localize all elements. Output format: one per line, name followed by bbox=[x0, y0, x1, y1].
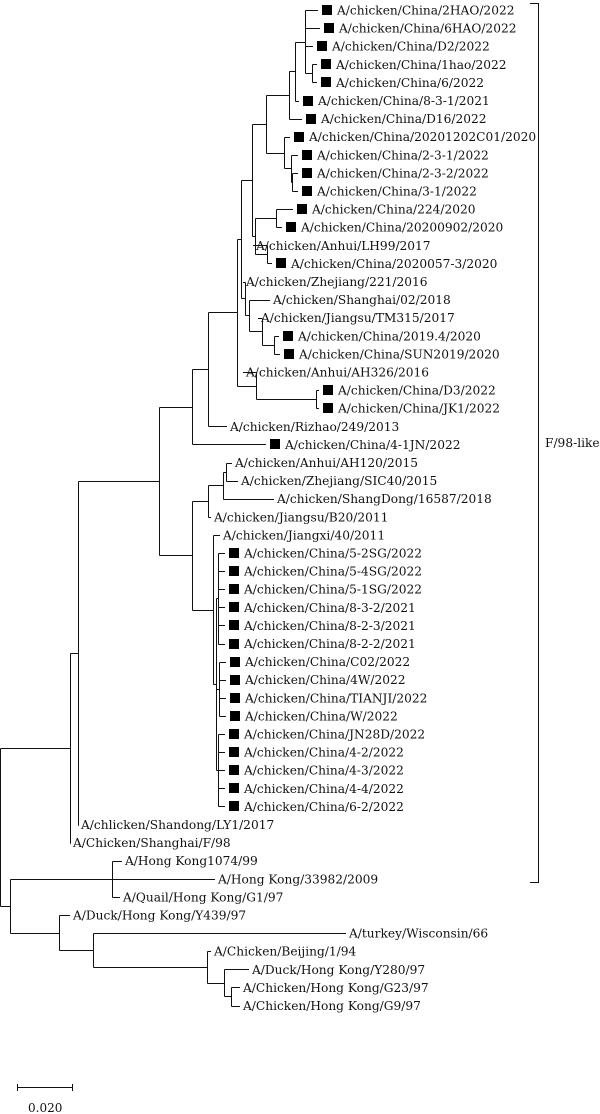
sample-marker-icon bbox=[323, 385, 333, 395]
sample-marker-icon bbox=[229, 801, 239, 811]
leaf-label: A/chicken/China/2HAO/2022 bbox=[336, 4, 514, 18]
sample-marker-icon bbox=[297, 204, 307, 214]
leaf-label: A/chicken/China/6HAO/2022 bbox=[338, 22, 516, 36]
sample-marker-icon bbox=[230, 675, 240, 685]
sample-marker-icon bbox=[230, 711, 240, 721]
scale-bar-label: 0.020 bbox=[28, 1101, 62, 1114]
leaf-label: A/chicken/China/20200902/2020 bbox=[300, 221, 503, 235]
sample-marker-icon bbox=[229, 765, 239, 775]
sample-marker-icon bbox=[323, 403, 333, 413]
leaf-label: A/chicken/China/8-3-2/2021 bbox=[243, 601, 416, 615]
sample-marker-icon bbox=[303, 96, 313, 106]
sample-marker-icon bbox=[317, 41, 327, 51]
leaf-label: A/chicken/China/TIANJI/2022 bbox=[244, 691, 427, 705]
leaf-label: A/chicken/China/4-4/2022 bbox=[243, 782, 404, 796]
leaf-label: A/chicken/China/3-1/2022 bbox=[316, 185, 477, 199]
sample-marker-icon bbox=[229, 602, 239, 612]
sample-marker-icon bbox=[321, 77, 331, 87]
leaf-label: A/chicken/China/2019.4/2020 bbox=[297, 329, 481, 343]
sample-marker-icon bbox=[324, 23, 334, 33]
leaf-label: A/chicken/China/D2/2022 bbox=[331, 40, 490, 54]
leaf-label: A/Chicken/Hong Kong/G9/97 bbox=[242, 999, 421, 1013]
leaf-label: A/chicken/Jiangxi/40/2011 bbox=[222, 528, 385, 542]
leaf-label: A/Chicken/Beijing/1/94 bbox=[213, 945, 356, 959]
leaf-label: A/chicken/China/D16/2022 bbox=[320, 112, 487, 126]
leaf-label: A/chicken/China/6/2022 bbox=[335, 76, 484, 90]
sample-marker-icon bbox=[302, 150, 312, 160]
sample-marker-icon bbox=[270, 439, 280, 449]
sample-marker-icon bbox=[302, 168, 312, 178]
leaf-label: A/chicken/China/4-1JN/2022 bbox=[284, 438, 460, 452]
sample-marker-icon bbox=[294, 132, 304, 142]
leaf-label: A/chicken/China/4-3/2022 bbox=[243, 764, 404, 778]
leaf-label: A/chicken/Anhui/LH99/2017 bbox=[255, 239, 431, 253]
leaf-label: A/chicken/China/20201202C01/2020 bbox=[308, 130, 536, 144]
leaf-label: A/chicken/ShangDong/16587/2018 bbox=[276, 492, 492, 506]
sample-marker-icon bbox=[230, 693, 240, 703]
leaf-label: A/Chicken/Shanghai/F/98 bbox=[72, 836, 231, 850]
leaf-label: A/chicken/China/2020057-3/2020 bbox=[290, 257, 497, 271]
leaf-label: A/chicken/Anhui/AH120/2015 bbox=[234, 456, 418, 470]
leaf-label: A/chicken/China/8-2-3/2021 bbox=[243, 619, 416, 633]
sample-marker-icon bbox=[322, 5, 332, 15]
leaf-label: A/chicken/Zhejiang/221/2016 bbox=[245, 275, 427, 289]
sample-marker-icon bbox=[229, 783, 239, 793]
leaf-label: A/chicken/Anhui/AH326/2016 bbox=[245, 366, 429, 380]
leaf-label: A/Hong Kong1074/99 bbox=[124, 854, 258, 868]
leaf-label: A/chicken/China/224/2020 bbox=[311, 203, 476, 217]
tree-leaves: A/chicken/China/2HAO/2022A/chicken/China… bbox=[72, 4, 536, 1014]
leaf-label: A/chicken/China/2-3-1/2022 bbox=[316, 148, 489, 162]
sample-marker-icon bbox=[284, 349, 294, 359]
sample-marker-icon bbox=[230, 657, 240, 667]
leaf-label: A/chicken/China/5-1SG/2022 bbox=[243, 583, 422, 597]
leaf-label: A/chicken/China/W/2022 bbox=[244, 709, 398, 723]
sample-marker-icon bbox=[229, 747, 239, 757]
leaf-label: A/chicken/China/5-4SG/2022 bbox=[243, 565, 422, 579]
scale-bar: 0.020 bbox=[17, 1084, 73, 1114]
leaf-label: A/Chicken/Hong Kong/G23/97 bbox=[242, 981, 429, 995]
sample-marker-icon bbox=[306, 114, 316, 124]
leaf-label: A/chicken/China/JK1/2022 bbox=[337, 402, 500, 416]
sample-marker-icon bbox=[229, 729, 239, 739]
sample-marker-icon bbox=[229, 566, 239, 576]
leaf-label: A/chicken/Jiangsu/TM315/2017 bbox=[260, 311, 455, 325]
leaf-label: A/chicken/China/6-2/2022 bbox=[243, 800, 404, 814]
leaf-label: A/Hong Kong/33982/2009 bbox=[217, 872, 378, 886]
leaf-label: A/chicken/China/SUN2019/2020 bbox=[298, 347, 500, 361]
leaf-label: A/chicken/China/5-2SG/2022 bbox=[243, 547, 422, 561]
leaf-label: A/chicken/China/D3/2022 bbox=[337, 384, 496, 398]
leaf-label: A/turkey/Wisconsin/66 bbox=[348, 927, 488, 941]
leaf-label: A/chicken/China/4-2/2022 bbox=[243, 746, 404, 760]
leaf-label: A/chlicken/Shandong/LY1/2017 bbox=[80, 818, 274, 832]
sample-marker-icon bbox=[229, 620, 239, 630]
leaf-label: A/Quail/Hong Kong/G1/97 bbox=[122, 890, 283, 904]
leaf-label: A/chicken/China/8-2-2/2021 bbox=[243, 637, 416, 651]
leaf-label: A/chicken/Zhejiang/SIC40/2015 bbox=[240, 474, 437, 488]
sample-marker-icon bbox=[229, 584, 239, 594]
leaf-label: A/chicken/China/1hao/2022 bbox=[335, 58, 506, 72]
leaf-label: A/chicken/Rizhao/249/2013 bbox=[229, 420, 399, 434]
clade-bracket: F/98-like bbox=[530, 3, 600, 883]
sample-marker-icon bbox=[229, 548, 239, 558]
tree-branches bbox=[0, 10, 346, 1007]
leaf-label: A/chicken/China/C02/2022 bbox=[244, 655, 410, 669]
leaf-label: A/chicken/China/JN28D/2022 bbox=[243, 728, 425, 742]
leaf-label: A/chicken/China/2-3-2/2022 bbox=[316, 166, 489, 180]
sample-marker-icon bbox=[283, 331, 293, 341]
leaf-label: A/Duck/Hong Kong/Y280/97 bbox=[251, 963, 425, 977]
sample-marker-icon bbox=[276, 258, 286, 268]
sample-marker-icon bbox=[302, 186, 312, 196]
leaf-label: A/Duck/Hong Kong/Y439/97 bbox=[72, 909, 246, 923]
leaf-label: A/chicken/Jiangsu/B20/2011 bbox=[213, 510, 388, 524]
leaf-label: A/chicken/China/8-3-1/2021 bbox=[317, 94, 490, 108]
sample-marker-icon bbox=[321, 59, 331, 69]
leaf-label: A/chicken/China/4W/2022 bbox=[244, 673, 406, 687]
sample-marker-icon bbox=[286, 222, 296, 232]
leaf-label: A/chicken/Shanghai/02/2018 bbox=[272, 293, 451, 307]
sample-marker-icon bbox=[229, 639, 239, 649]
clade-label: F/98-like bbox=[545, 436, 600, 450]
